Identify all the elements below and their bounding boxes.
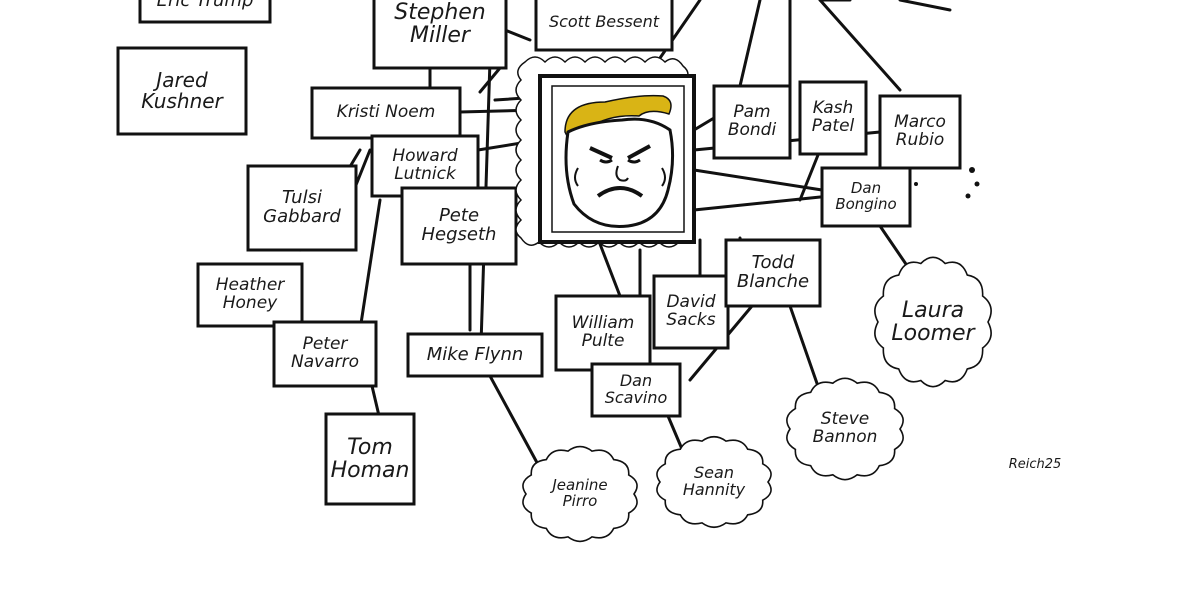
marco-rubio-box: [878, 94, 962, 170]
david-sacks-box: [652, 274, 730, 350]
scott-bessent-box: [534, 0, 674, 52]
connector-line: [878, 224, 912, 272]
dan-bongino-box: [820, 166, 912, 228]
cloud-shapes: [522, 256, 992, 543]
kash-patel-box: [798, 80, 868, 156]
jared-kushner-box: [116, 46, 248, 136]
frown-mouth: [596, 186, 644, 198]
heather-honey-box: [196, 262, 304, 328]
mike-flynn-box: [406, 332, 544, 378]
stephen-miller-box: [372, 0, 508, 70]
jeanine-pirro-cloud: [522, 445, 638, 543]
trump-portrait: [515, 56, 696, 248]
tulsi-gabbard-box: [246, 164, 358, 252]
connector-line: [358, 198, 382, 332]
eyebrows: [589, 144, 651, 160]
nose: [615, 165, 629, 182]
connector-line: [788, 304, 822, 394]
connector-line: [818, 0, 902, 92]
todd-blanche-box: [724, 238, 822, 308]
peter-navarro-box: [272, 320, 378, 388]
eric-trump-box: [138, 0, 272, 24]
laura-loomer-cloud: [874, 256, 992, 388]
tom-homan-box: [324, 412, 416, 506]
steve-bannon-cloud: [786, 377, 904, 481]
kristi-noem-box: [310, 86, 462, 140]
ink-dots: [914, 167, 980, 199]
william-pulte-box: [554, 294, 652, 372]
connector-line: [738, 0, 762, 88]
name-boxes: [116, 0, 962, 506]
connector-line: [798, 148, 822, 202]
howard-lutnick-box: [370, 134, 480, 198]
connector-line: [692, 168, 824, 192]
connector-line: [898, 0, 952, 12]
connector-line: [598, 242, 622, 298]
eyes: [599, 158, 641, 164]
connector-line: [692, 116, 716, 132]
face: [564, 117, 675, 229]
connector-line: [692, 194, 832, 212]
cheek-lines: [574, 167, 666, 187]
pam-bondi-box: [712, 84, 792, 160]
dan-scavino-box: [590, 362, 682, 418]
pete-hegseth-box: [400, 186, 518, 266]
sean-hannity-cloud: [656, 435, 772, 529]
